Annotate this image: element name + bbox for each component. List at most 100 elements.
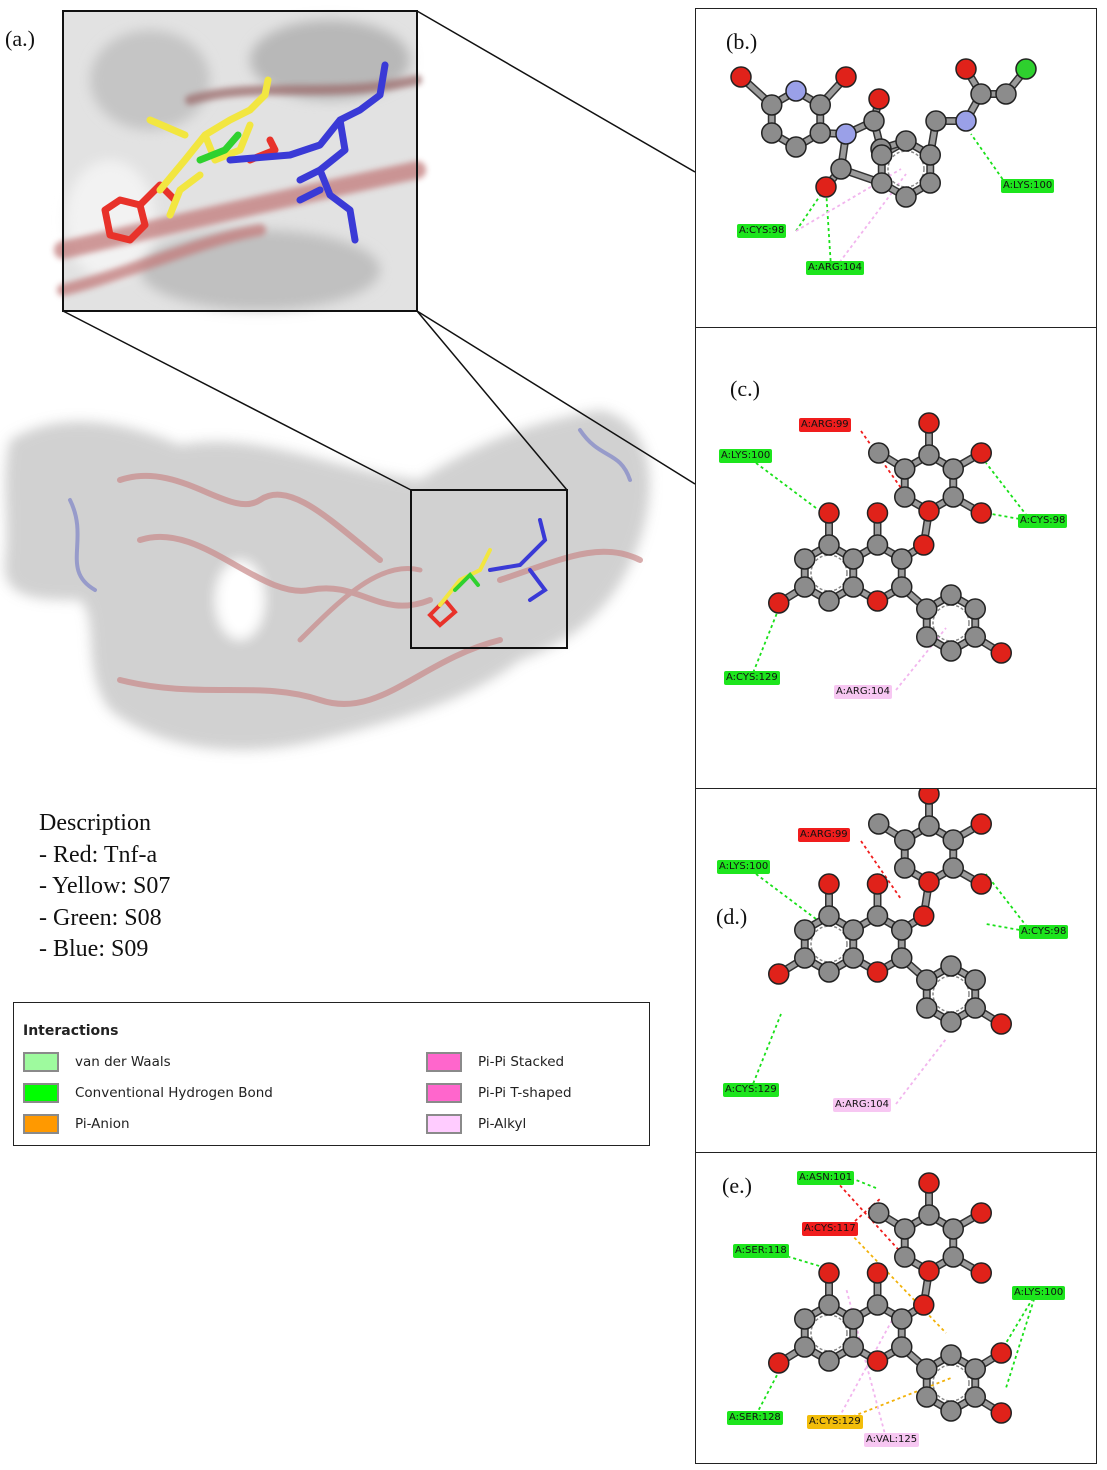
residue-label: A:CYS:98 [737, 224, 787, 238]
legend-label: Pi-Pi T-shaped [478, 1085, 572, 1101]
description-title: Description [39, 810, 151, 836]
legend-item: Pi-Anion [23, 1113, 130, 1135]
interaction-line [845, 1287, 887, 1439]
atom [818, 590, 840, 612]
atom [942, 486, 964, 508]
ligand-diagram-d [750, 789, 1032, 1105]
atom [866, 905, 889, 927]
atom [895, 130, 917, 152]
panel-e: (e.) A:ASN:101 A:CYS:117 A:SER:118 A:LYS… [695, 1152, 1097, 1464]
atom [916, 1358, 938, 1380]
ligand-diagram-e [755, 1172, 1037, 1439]
atom [916, 598, 938, 620]
atom [818, 905, 840, 927]
atom [894, 1246, 916, 1268]
atom [942, 829, 964, 851]
interaction-line [795, 168, 902, 232]
aromatic-ring [810, 925, 848, 963]
atom [842, 1336, 864, 1358]
atom [871, 144, 893, 166]
residue-label: A:ARG:99 [799, 418, 851, 432]
atom [894, 857, 916, 879]
residue-label: A:CYS:98 [1018, 514, 1068, 528]
atom [990, 1013, 1012, 1035]
residue-label: A:VAL:125 [864, 1433, 920, 1447]
atom [835, 66, 857, 88]
atom [815, 176, 837, 198]
atom [990, 1342, 1012, 1364]
atom [918, 1204, 940, 1226]
atom [794, 1336, 816, 1358]
residue-label: A:SER:128 [727, 1411, 783, 1425]
atom [794, 947, 816, 969]
atom [818, 1350, 840, 1372]
description: Description - Red: Tnf-a - Yellow: S07 -… [39, 808, 170, 966]
atom [894, 458, 916, 480]
atom [970, 502, 992, 524]
atom [918, 815, 940, 837]
description-line: - Yellow: S07 [39, 873, 171, 899]
atom [940, 1011, 962, 1033]
atom [871, 172, 893, 194]
legend-label: Pi-Anion [75, 1116, 130, 1132]
panel-d: (d.) A:ARG:99 A:LYS:100 A:CYS:98 A:CYS:1… [695, 788, 1097, 1153]
atom [890, 548, 913, 570]
atom [970, 442, 992, 464]
legend-item: Pi-Pi Stacked [426, 1051, 564, 1073]
interaction-line [845, 1228, 947, 1334]
residue-label: A:LYS:100 [717, 860, 771, 874]
legend-swatch [23, 1052, 59, 1072]
residue-label: A:ASN:101 [797, 1171, 855, 1185]
atom [890, 1308, 913, 1330]
residue-label: A:LYS:100 [1012, 1286, 1066, 1300]
atom [894, 486, 916, 508]
atom [868, 1202, 890, 1224]
atom [730, 66, 752, 88]
interactions-legend: Interactions van der Waals Conventional … [13, 1002, 650, 1146]
atom [835, 123, 857, 145]
atom [866, 590, 889, 612]
residue-label: A:CYS:129 [807, 1415, 863, 1429]
atom [955, 58, 977, 80]
atom [761, 94, 783, 116]
atom [894, 829, 916, 851]
atom [863, 110, 885, 132]
atom [940, 1344, 962, 1366]
atom [809, 94, 831, 116]
atom [866, 1350, 889, 1372]
interaction-line [750, 602, 782, 679]
legend-label: Pi-Alkyl [478, 1116, 527, 1132]
atom [1015, 58, 1037, 80]
atom [912, 905, 935, 927]
atom [768, 1352, 790, 1374]
atom [866, 873, 889, 895]
atom [890, 919, 913, 941]
interaction-line [835, 1312, 897, 1424]
atom [918, 412, 940, 434]
atom [761, 122, 783, 144]
description-line: - Red: Tnf-a [39, 841, 158, 868]
atom [866, 1262, 889, 1284]
atom [794, 1308, 816, 1330]
interaction-line [1005, 1292, 1037, 1389]
atom [916, 1386, 938, 1408]
legend-swatch [426, 1052, 462, 1072]
aromatic-ring [932, 604, 970, 642]
legend-swatch [426, 1083, 462, 1103]
atom [866, 502, 889, 524]
atom [970, 83, 992, 105]
legend-item: van der Waals [23, 1051, 171, 1073]
residue-label: A:CYS:98 [1019, 925, 1069, 939]
atom [918, 1172, 940, 1194]
atom [942, 458, 964, 480]
interaction-line [895, 627, 947, 691]
aromatic-ring [810, 1314, 848, 1352]
interaction-line [985, 462, 1032, 522]
atom [964, 1358, 986, 1380]
atom [794, 576, 816, 598]
residue-label: A:CYS:129 [724, 671, 780, 685]
atom [940, 1400, 962, 1422]
atom [916, 969, 938, 991]
atom [940, 955, 962, 977]
atom [895, 186, 917, 208]
